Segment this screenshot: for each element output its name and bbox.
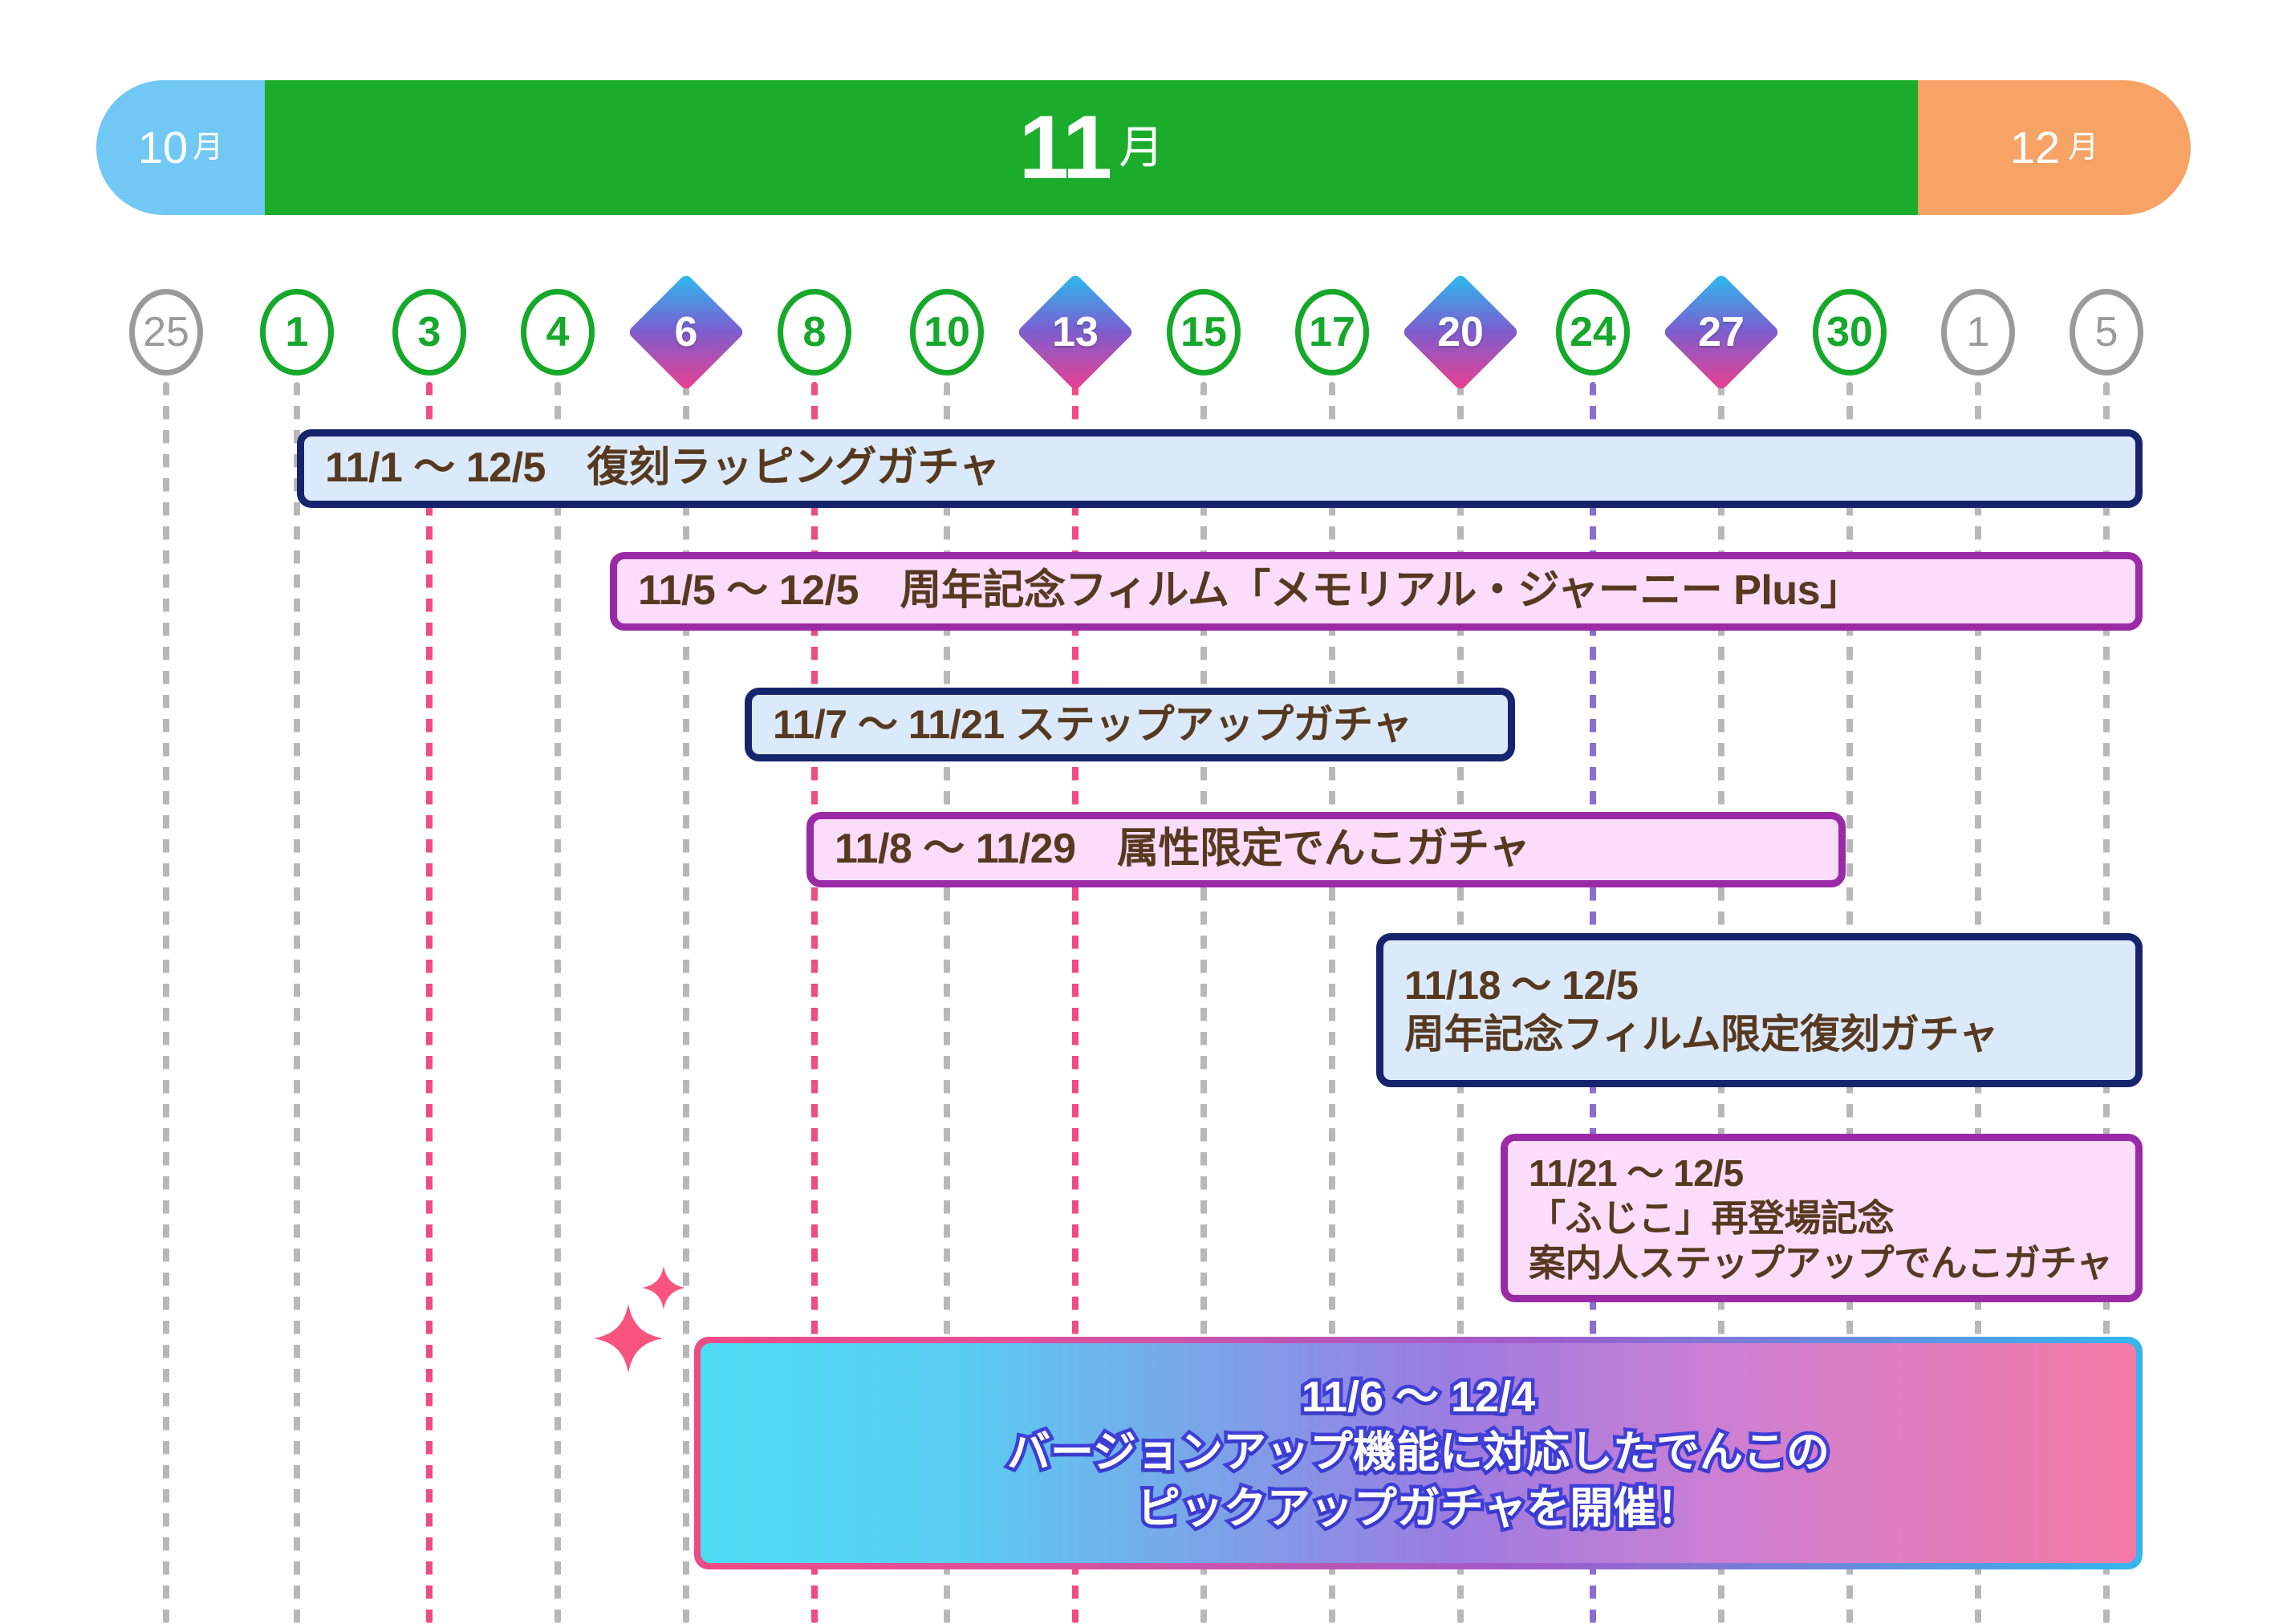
date-marker-label: 20	[1437, 309, 1484, 355]
month-number-current: 11	[1018, 97, 1112, 197]
circle-icon	[1556, 289, 1630, 376]
sparkle-small-icon	[642, 1266, 685, 1309]
highlight-banner-inner: 11/6 ～ 12/4 バージョンアップ機能に対応したでんこの ピックアップガチ…	[701, 1343, 2136, 1563]
date-marker-diamond-6-4[interactable]: 6	[627, 273, 745, 392]
event-bar-label: 11/1 ～ 12/5 復刻ラッピングガチャ	[325, 445, 1000, 492]
event-bar-label: 11/5 ～ 12/5 周年記念フィルム「メモリアル・ジャーニー Plus」	[638, 567, 1862, 615]
circle-icon	[778, 289, 851, 376]
gridline-day-3-2	[426, 382, 433, 1624]
date-marker-circle-15-8[interactable]: 15	[1154, 282, 1253, 382]
date-marker-label: 3	[417, 309, 441, 355]
date-marker-label: 24	[1570, 309, 1616, 355]
sparkle-large-icon	[594, 1304, 663, 1373]
circle-icon	[1295, 289, 1369, 376]
circle-icon	[1167, 289, 1241, 376]
date-marker-label: 10	[924, 309, 970, 355]
event-bar-label: 11/7 ～ 11/21 ステップアップガチャ	[773, 701, 1412, 747]
gridline-day-10-6	[944, 382, 950, 1624]
date-marker-circle-25-0[interactable]: 25	[116, 282, 216, 382]
event-bar-label: 11/18 ～ 12/5 周年記念フィルム限定復刻ガチャ	[1404, 963, 1999, 1057]
date-marker-label: 6	[674, 309, 698, 355]
date-marker-circle-24-11[interactable]: 24	[1543, 282, 1643, 382]
circle-icon	[521, 289, 595, 376]
date-marker-circle-10-6[interactable]: 10	[897, 282, 997, 382]
event-bar-label: 11/8 ～ 11/29 属性限定でんこガチャ	[835, 826, 1530, 873]
month-kanji-previous: 月	[193, 131, 224, 164]
event-bar-memorial-journey-plus[interactable]: 11/5 ～ 12/5 周年記念フィルム「メモリアル・ジャーニー Plus」	[610, 552, 2143, 631]
month-kanji-next: 月	[2068, 131, 2099, 164]
gridline-day-25-0	[163, 382, 169, 1624]
date-marker-circle-1-14[interactable]: 1	[1928, 282, 2028, 382]
date-marker-label: 25	[143, 309, 189, 355]
date-marker-circle-1-1[interactable]: 1	[247, 282, 347, 382]
date-marker-label: 30	[1826, 309, 1873, 355]
gridline-day-15-8	[1200, 382, 1207, 1624]
month-number-previous: 10	[137, 122, 189, 173]
event-bar-zokusei-gentei-denko-gacha[interactable]: 11/8 ～ 11/29 属性限定でんこガチャ	[806, 812, 1846, 887]
date-marker-label: 13	[1052, 309, 1099, 355]
date-marker-label: 1	[1966, 309, 1990, 355]
date-marker-circle-8-5[interactable]: 8	[765, 282, 864, 382]
event-bar-fujiko-annainin-step-up-denko-gacha[interactable]: 11/21 ～ 12/5 「ふじこ」再登場記念 案内人ステップアップでんこガチャ	[1501, 1134, 2143, 1302]
month-kanji-current: 月	[1119, 122, 1164, 173]
gridline-day-8-5	[811, 382, 818, 1624]
date-marker-label: 15	[1180, 309, 1227, 355]
circle-icon	[1813, 289, 1887, 376]
event-bar-memorial-film-gentei-fukkoku-gacha[interactable]: 11/18 ～ 12/5 周年記念フィルム限定復刻ガチャ	[1376, 933, 2143, 1087]
gridline-day-4-3	[554, 382, 561, 1624]
highlight-banner-label: 11/6 ～ 12/4 バージョンアップ機能に対応したでんこの ピックアップガチ…	[1004, 1370, 1834, 1536]
date-marker-label: 8	[802, 309, 827, 355]
event-bar-step-up-gacha[interactable]: 11/7 ～ 11/21 ステップアップガチャ	[745, 688, 1515, 761]
date-marker-diamond-27-12[interactable]: 27	[1662, 273, 1781, 392]
event-bar-label: 11/21 ～ 12/5 「ふじこ」再登場記念 案内人ステップアップでんこガチャ	[1529, 1151, 2113, 1285]
date-marker-diamond-20-10[interactable]: 20	[1401, 273, 1520, 392]
circle-icon	[129, 289, 203, 376]
date-marker-circle-3-2[interactable]: 3	[380, 282, 479, 382]
date-marker-diamond-13-7[interactable]: 13	[1016, 273, 1135, 392]
circle-icon	[2070, 289, 2143, 376]
date-marker-label: 17	[1309, 309, 1355, 355]
date-marker-circle-30-13[interactable]: 30	[1800, 282, 1899, 382]
circle-icon	[910, 289, 984, 376]
gridline-day-6-4	[683, 382, 689, 1624]
circle-icon	[392, 289, 466, 376]
circle-icon	[260, 289, 334, 376]
date-marker-circle-17-9[interactable]: 17	[1282, 282, 1382, 382]
date-marker-label: 27	[1698, 309, 1745, 355]
date-marker-circle-5-15[interactable]: 5	[2057, 282, 2156, 382]
highlight-banner-pickup-gacha[interactable]: 11/6 ～ 12/4 バージョンアップ機能に対応したでんこの ピックアップガチ…	[694, 1337, 2143, 1569]
gridline-day-1-1	[294, 382, 300, 1624]
month-number-next: 12	[2009, 122, 2061, 173]
event-bar-fukkoku-wrapping-gacha[interactable]: 11/1 ～ 12/5 復刻ラッピングガチャ	[297, 429, 2143, 508]
date-marker-circle-4-3[interactable]: 4	[508, 282, 607, 382]
gridline-day-17-9	[1329, 382, 1335, 1624]
gridline-day-13-7	[1072, 382, 1079, 1624]
date-marker-label: 1	[285, 309, 309, 355]
date-marker-label: 4	[546, 309, 570, 355]
date-marker-label: 5	[2094, 309, 2118, 355]
circle-icon	[1941, 289, 2015, 376]
